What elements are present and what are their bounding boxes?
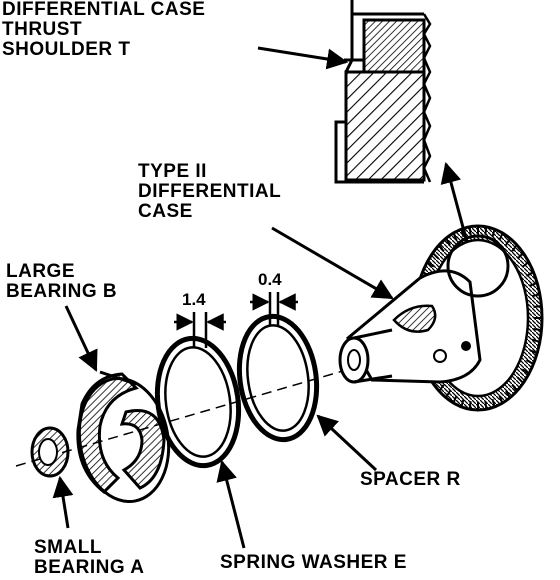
gear-tooth	[529, 349, 538, 355]
large-bearing-leader	[64, 305, 98, 372]
label-thrust-shoulder: DIFFERENTIAL CASE THRUST SHOULDER T	[2, 0, 206, 60]
spacer-r	[236, 313, 320, 443]
gear-tooth	[531, 293, 541, 298]
label-dim-spacer: 0.4	[258, 270, 282, 289]
gear-tooth	[484, 401, 488, 410]
gear-tooth	[445, 390, 451, 399]
gear-tooth	[525, 271, 534, 277]
gear-tooth	[531, 338, 541, 343]
differential-case	[338, 224, 544, 412]
label-small-bearing: SMALL BEARING A	[34, 537, 145, 578]
label-case-type: TYPE II DIFFERENTIAL CASE	[138, 161, 282, 222]
gear-tooth	[511, 244, 518, 252]
small-bearing-leader	[52, 475, 74, 529]
large-bearing-b	[76, 370, 171, 504]
gear-tooth	[460, 228, 465, 238]
spring-washer-leader	[216, 459, 246, 549]
gear-tooth	[498, 395, 504, 404]
gear-tooth	[452, 395, 458, 404]
gear-tooth	[491, 228, 496, 238]
assembly-axis	[15, 365, 361, 467]
dim-spacer-mark	[250, 292, 298, 326]
thrust-shoulder-leader	[257, 46, 349, 70]
gear-tooth	[484, 226, 488, 235]
gear-tooth	[505, 390, 511, 399]
gear-tooth	[521, 368, 530, 375]
thrust-shoulder-section	[334, 0, 432, 184]
gear-tooth	[498, 232, 504, 241]
gear-tooth	[460, 398, 465, 408]
gear-tooth	[529, 281, 538, 287]
spacer-leader	[316, 414, 378, 472]
gear-tooth	[468, 401, 472, 410]
gear-tooth	[521, 261, 530, 268]
gear-tooth	[438, 244, 445, 252]
gear-tooth	[511, 384, 518, 392]
gear-tooth	[505, 237, 511, 246]
gear-tooth	[516, 376, 524, 384]
gear-tooth	[432, 252, 440, 260]
gear-tooth	[516, 252, 524, 260]
label-dim-washer: 1.4	[182, 290, 206, 309]
label-spacer: SPACER R	[360, 469, 461, 490]
gear-tooth	[438, 384, 445, 392]
gear-tooth	[533, 327, 542, 331]
small-bearing-a	[30, 426, 70, 478]
case-leader	[271, 226, 394, 300]
label-large-bearing: LARGE BEARING B	[6, 261, 118, 302]
gear-tooth	[445, 237, 451, 246]
gear-tooth	[426, 261, 435, 268]
gear-tooth	[452, 232, 458, 241]
label-spring-washer: SPRING WASHER E	[220, 552, 407, 573]
gear-tooth	[533, 305, 542, 309]
gear-tooth	[468, 226, 472, 235]
gear-tooth	[525, 359, 534, 365]
gear-tooth	[491, 398, 496, 408]
dim-washer-mark	[174, 312, 226, 348]
